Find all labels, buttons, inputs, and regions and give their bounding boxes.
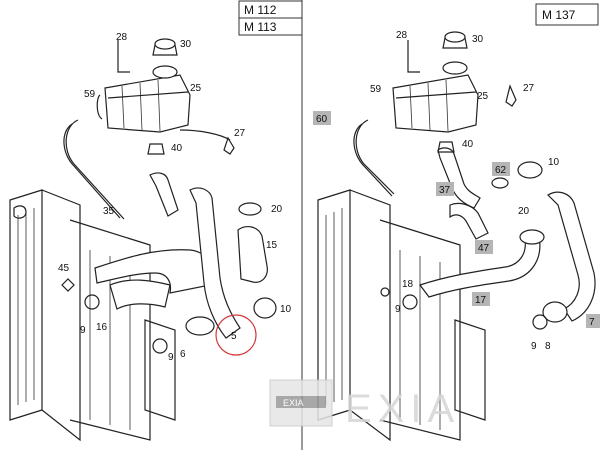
engine-code-m137: M 137	[542, 8, 576, 22]
callout-9a-right: 9	[395, 304, 401, 315]
callout-27-left: 27	[234, 128, 246, 139]
callout-20-left: 20	[271, 204, 283, 215]
callout-59-right: 59	[370, 84, 382, 95]
callout-25-left: 25	[190, 83, 202, 94]
callout-20-right: 20	[518, 206, 530, 217]
callout-27-right: 27	[523, 83, 535, 94]
watermark-logo-text: EXIA	[283, 398, 304, 408]
box-17	[472, 292, 490, 306]
hose-clamp-20	[238, 202, 262, 216]
callout-9b-right: 9	[531, 341, 537, 352]
clamp-7	[542, 301, 568, 323]
callout-9a-left: 9	[80, 325, 86, 336]
clamp-62	[517, 161, 543, 179]
hose-upper-left	[149, 172, 179, 217]
part-18-small	[380, 287, 390, 297]
overflow-hose-59	[65, 119, 125, 220]
callout-10-left: 10	[280, 304, 292, 315]
callout-10-right: 10	[548, 157, 560, 168]
callout-62: 62	[495, 165, 507, 176]
expansion-tank-right	[392, 31, 479, 133]
callout-5: 5	[231, 331, 237, 342]
watermark-logo-band	[276, 396, 326, 408]
callout-6: 6	[180, 349, 186, 360]
callout-16: 16	[96, 322, 108, 333]
callout-47: 47	[478, 243, 490, 254]
callout-25-right: 25	[477, 91, 489, 102]
sensor-27-left	[223, 136, 235, 155]
callout-37: 37	[439, 185, 451, 196]
callout-40-right: 40	[462, 139, 474, 150]
clamp-20-right	[519, 229, 545, 245]
hose-15	[237, 226, 268, 283]
hose-7	[547, 191, 596, 322]
engine-code-m112: M 112	[244, 3, 277, 17]
right-assembly	[317, 31, 596, 442]
callout-7: 7	[589, 317, 595, 328]
callout-59-left: 59	[84, 89, 96, 100]
callout-30-left: 30	[180, 39, 192, 50]
callout-9b-left: 9	[168, 352, 174, 363]
callout-45: 45	[58, 263, 70, 274]
box-62	[492, 162, 510, 176]
clamp-9a	[84, 294, 100, 310]
watermark: EXIA EXIA	[269, 379, 460, 431]
arrow-left	[179, 129, 231, 141]
expansion-tank-left	[96, 38, 191, 133]
callout-60: 60	[316, 114, 328, 125]
highlight-circle-part-5	[215, 314, 257, 356]
box-7	[586, 314, 600, 328]
clamp-62b	[491, 177, 509, 189]
callout-30-right: 30	[472, 34, 484, 45]
watermark-brand: EXIA	[345, 387, 460, 431]
radiator-left	[9, 189, 176, 442]
clamp-9-right-b	[532, 314, 548, 330]
engine-code-m113: M 113	[244, 20, 277, 34]
callout-40-left: 40	[171, 143, 183, 154]
hose-clamp-10	[253, 297, 277, 319]
callout-28-left: 28	[116, 32, 128, 43]
callout-18: 18	[402, 279, 414, 290]
box-37	[436, 182, 454, 196]
hose-47-area	[449, 202, 489, 240]
callout-28-right: 28	[396, 30, 408, 41]
hose-5	[189, 187, 241, 339]
callout-35: 35	[103, 206, 115, 217]
callout-15: 15	[266, 240, 278, 251]
hose-clamp-6	[185, 316, 215, 336]
engine-code-box-right	[535, 3, 599, 26]
cap-40-right	[437, 141, 455, 153]
sensor-27-right	[505, 84, 517, 107]
box-60	[313, 111, 331, 125]
hose-16	[109, 279, 171, 310]
overflow-hose-60	[355, 119, 395, 195]
hose-37	[437, 147, 481, 209]
drain-plug-45	[61, 278, 75, 292]
clamp-9-right-a	[402, 294, 418, 310]
callout-17: 17	[475, 295, 487, 306]
clamp-9b	[152, 338, 168, 354]
box-47	[475, 240, 493, 254]
left-assembly	[9, 38, 277, 442]
cap-40-left	[147, 143, 165, 155]
callout-8: 8	[545, 341, 551, 352]
